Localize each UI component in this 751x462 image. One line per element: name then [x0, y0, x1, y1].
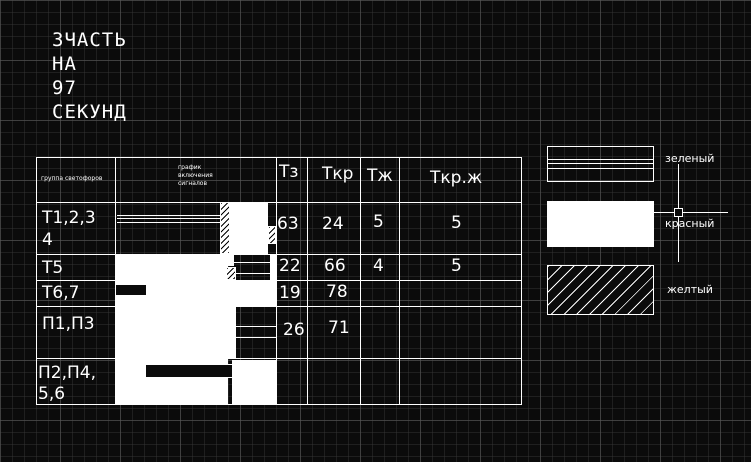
title-line-4: СЕКУНД	[52, 101, 127, 123]
table-line	[36, 254, 522, 255]
table-line	[36, 157, 37, 405]
row-label-4: П1,П3	[42, 314, 95, 334]
phase-title: 3ЧАСТЬ НА 97 СЕКУНД	[52, 28, 127, 124]
header-tkr: Ткр	[322, 164, 354, 184]
legend-green-label: зеленый	[665, 152, 715, 165]
green-signal-bar	[146, 364, 232, 378]
row-label-1b: 4	[42, 230, 53, 250]
row1-tkr: 24	[322, 214, 344, 234]
table-line	[115, 157, 116, 405]
table-line	[36, 358, 522, 359]
table-line	[399, 157, 400, 405]
row1-tkrzh: 5	[451, 213, 462, 233]
table-line	[36, 202, 522, 203]
row1-tz: 63	[277, 214, 299, 234]
header-chart-line-2: включения	[178, 172, 213, 179]
header-tz: Тз	[279, 162, 299, 182]
legend-red-swatch	[547, 201, 654, 247]
header-tkrzh: Ткр.ж	[430, 168, 483, 188]
row1-tzh: 5	[373, 212, 384, 232]
row2-tz: 22	[279, 256, 301, 276]
title-line-3: 97	[52, 77, 77, 99]
row2-tkrzh: 5	[451, 256, 462, 276]
red-signal-bar	[270, 254, 276, 280]
table-line	[307, 157, 308, 405]
green-signal-bar	[234, 262, 270, 274]
red-signal-bar	[228, 280, 276, 306]
red-signal-bar	[229, 202, 268, 254]
green-signal-bar	[116, 284, 146, 296]
row4-tz: 26	[283, 320, 305, 340]
row2-tzh: 4	[373, 256, 384, 276]
header-chart-line-1: график	[178, 164, 202, 171]
red-signal-bar	[228, 254, 234, 266]
row-label-5b: 5,6	[38, 384, 66, 404]
table-line	[276, 157, 277, 405]
red-signal-bar	[228, 306, 236, 358]
legend-yellow-swatch	[547, 265, 654, 315]
title-line-2: НА	[52, 53, 77, 75]
table-line	[36, 306, 522, 307]
table-line	[36, 280, 522, 281]
row-label-3: Т6,7	[42, 283, 80, 303]
row2-tkr: 66	[324, 256, 346, 276]
title-line-1: 3ЧАСТЬ	[52, 29, 127, 51]
yellow-signal-bar	[268, 226, 276, 244]
table-line	[521, 157, 522, 405]
row-label-2: Т5	[42, 258, 64, 278]
row-label-5a: П2,П4,	[38, 363, 97, 383]
table-line	[360, 157, 361, 405]
red-signal-bar	[232, 360, 276, 404]
header-group: группа светофоров	[41, 175, 103, 182]
row-label-1a: Т1,2,3	[42, 208, 96, 228]
legend-red-label: красный	[665, 217, 715, 230]
red-signal-bar	[116, 254, 228, 404]
header-chart-line-3: сигналов	[178, 180, 207, 187]
green-signal-bar	[117, 215, 220, 223]
row4-tkr: 71	[328, 318, 350, 338]
legend-green-swatch	[547, 146, 654, 182]
table-line	[36, 404, 522, 405]
table-line	[36, 157, 522, 158]
green-signal-bar-mid	[117, 218, 220, 219]
row3-tkr: 78	[326, 282, 348, 302]
legend-yellow-label: желтый	[667, 283, 713, 296]
row3-tz: 19	[279, 283, 301, 303]
green-signal-bar	[236, 326, 276, 338]
header-tzh: Тж	[367, 166, 393, 186]
